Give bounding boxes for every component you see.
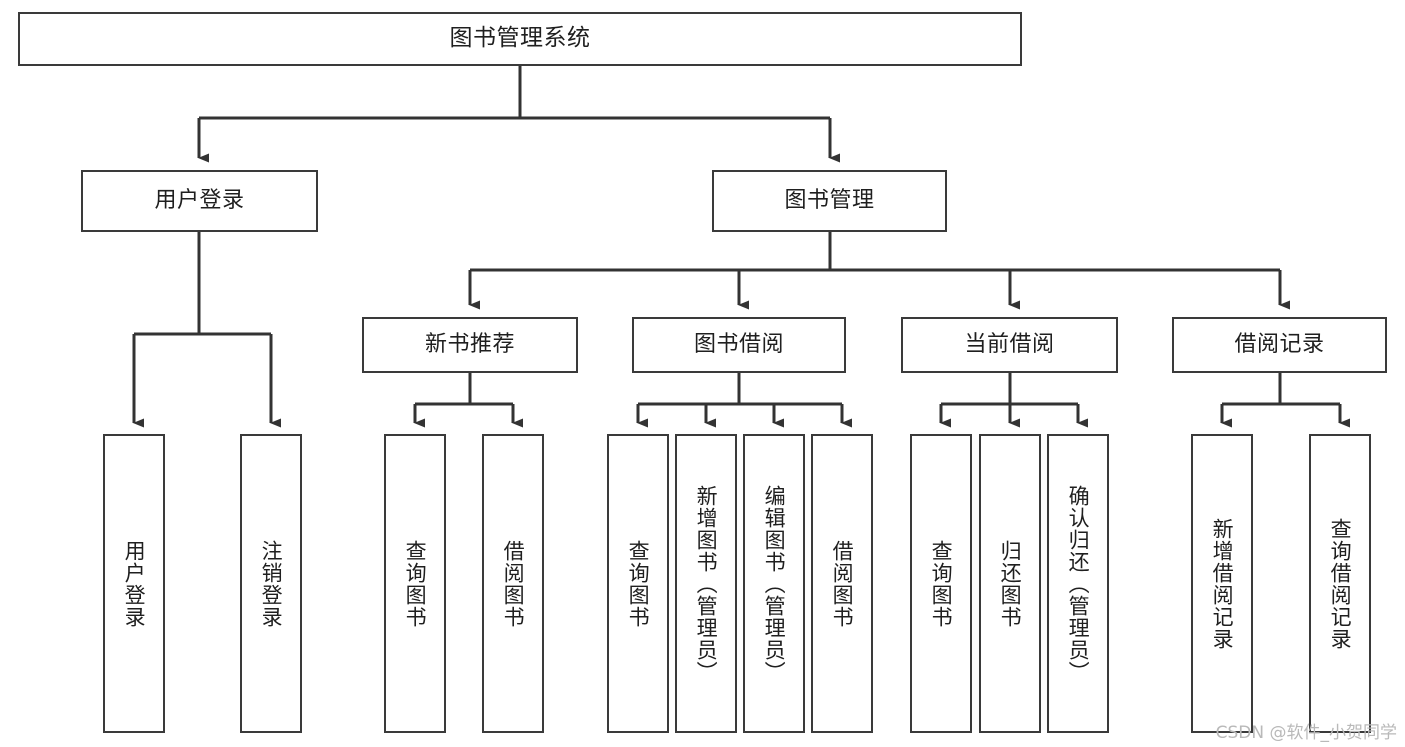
node-book-manage-label: 图书管理 <box>784 187 875 213</box>
node-root[interactable]: 图书管理系统 <box>18 12 1022 66</box>
node-book-borrow-label: 图书借阅 <box>693 331 784 357</box>
node-user-login-label: 用户登录 <box>154 187 245 213</box>
node-leaf-add-record[interactable]: 新增借阅记录 <box>1191 434 1253 733</box>
node-leaf-add-book-label: 新增图书（管理员） <box>694 484 719 683</box>
node-leaf-borrow-book-1[interactable]: 借阅图书 <box>482 434 544 733</box>
node-leaf-query-book-3[interactable]: 查询图书 <box>910 434 972 733</box>
node-leaf-user-login[interactable]: 用户登录 <box>103 434 165 733</box>
node-leaf-confirm-return[interactable]: 确认归还（管理员） <box>1047 434 1109 733</box>
node-leaf-return-book[interactable]: 归还图书 <box>979 434 1041 733</box>
node-leaf-edit-book-label: 编辑图书（管理员） <box>762 484 787 683</box>
node-new-book-rec[interactable]: 新书推荐 <box>362 317 578 373</box>
node-leaf-borrow-book-1-label: 借阅图书 <box>501 539 526 628</box>
node-leaf-user-login-label: 用户登录 <box>122 539 147 628</box>
node-borrow-record-label: 借阅记录 <box>1234 331 1325 357</box>
node-leaf-query-book-2[interactable]: 查询图书 <box>607 434 669 733</box>
node-leaf-confirm-return-label: 确认归还（管理员） <box>1066 484 1091 683</box>
node-leaf-query-record-label: 查询借阅记录 <box>1328 517 1353 650</box>
node-book-manage[interactable]: 图书管理 <box>712 170 947 232</box>
node-leaf-edit-book[interactable]: 编辑图书（管理员） <box>743 434 805 733</box>
node-leaf-add-book[interactable]: 新增图书（管理员） <box>675 434 737 733</box>
node-current-borrow[interactable]: 当前借阅 <box>901 317 1118 373</box>
node-current-borrow-label: 当前借阅 <box>964 331 1055 357</box>
node-borrow-record[interactable]: 借阅记录 <box>1172 317 1387 373</box>
node-leaf-return-book-label: 归还图书 <box>998 539 1023 628</box>
node-leaf-borrow-book-2[interactable]: 借阅图书 <box>811 434 873 733</box>
node-leaf-add-record-label: 新增借阅记录 <box>1210 517 1235 650</box>
node-root-label: 图书管理系统 <box>449 25 591 52</box>
node-leaf-query-book-1-label: 查询图书 <box>403 539 428 628</box>
node-leaf-user-logout-label: 注销登录 <box>259 539 284 628</box>
node-leaf-query-book-2-label: 查询图书 <box>626 539 651 628</box>
node-leaf-query-record[interactable]: 查询借阅记录 <box>1309 434 1371 733</box>
node-user-login[interactable]: 用户登录 <box>81 170 318 232</box>
node-book-borrow[interactable]: 图书借阅 <box>632 317 846 373</box>
node-leaf-query-book-3-label: 查询图书 <box>929 539 954 628</box>
node-leaf-borrow-book-2-label: 借阅图书 <box>830 539 855 628</box>
node-leaf-user-logout[interactable]: 注销登录 <box>240 434 302 733</box>
node-leaf-query-book-1[interactable]: 查询图书 <box>384 434 446 733</box>
node-new-book-rec-label: 新书推荐 <box>424 331 515 357</box>
